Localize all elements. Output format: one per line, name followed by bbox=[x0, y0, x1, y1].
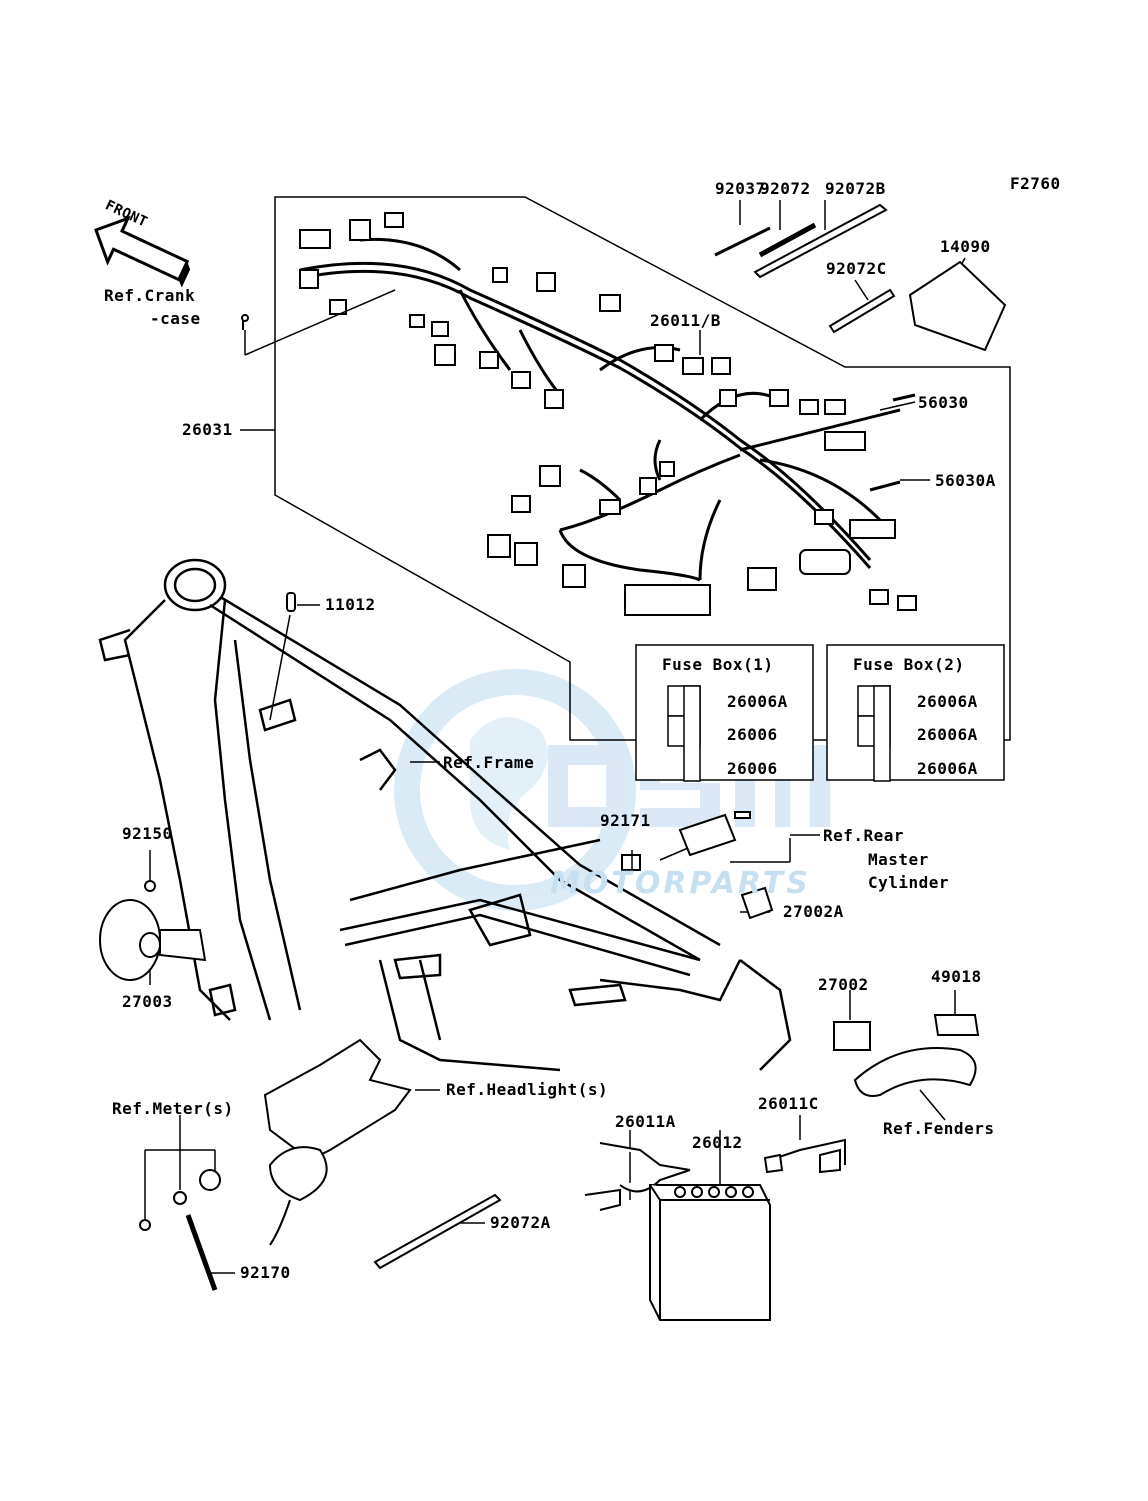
label-92171: 92171 bbox=[600, 811, 651, 830]
label-ref-headlight: Ref.Headlight(s) bbox=[446, 1080, 609, 1099]
tie-straps bbox=[714, 203, 1007, 492]
fuse-box-1-part-3: 26006 bbox=[727, 759, 778, 778]
figure-code: F2760 bbox=[1010, 174, 1061, 193]
label-ref-frame: Ref.Frame bbox=[443, 753, 535, 772]
label-ref-fenders: Ref.Fenders bbox=[883, 1119, 995, 1138]
fuse-box-frames bbox=[635, 644, 1005, 782]
watermark-logo bbox=[394, 669, 830, 911]
label-92072a: 92072A bbox=[490, 1213, 551, 1232]
label-26011c: 26011C bbox=[758, 1094, 819, 1113]
fuse-box-1-part-1: 26006A bbox=[727, 692, 788, 711]
fuse-box-1-part-2: 26006 bbox=[727, 725, 778, 744]
label-ref-rear-1: Ref.Rear bbox=[823, 826, 905, 845]
label-56030a: 56030A bbox=[935, 471, 996, 490]
label-27002a: 27002A bbox=[783, 902, 844, 921]
label-ref-rear-2: Master bbox=[868, 850, 929, 869]
label-11012: 11012 bbox=[325, 595, 376, 614]
fuse-box-2-part-3: 26006A bbox=[917, 759, 978, 778]
label-49018: 49018 bbox=[931, 967, 982, 986]
fuse-box-2-part-1: 26006A bbox=[917, 692, 978, 711]
label-92072c: 92072C bbox=[826, 259, 887, 278]
label-92170: 92170 bbox=[240, 1263, 291, 1282]
label-26011-b: 26011/B bbox=[650, 311, 721, 330]
fuse-box-2-part-2: 26006A bbox=[917, 725, 978, 744]
label-92037: 92037 bbox=[715, 179, 766, 198]
label-ref-meter: Ref.Meter(s) bbox=[112, 1099, 234, 1118]
watermark-sub: MOTORPARTS bbox=[550, 866, 811, 901]
fuse-box-2-title: Fuse Box(2) bbox=[853, 655, 965, 674]
label-92072: 92072 bbox=[760, 179, 811, 198]
label-92072b: 92072B bbox=[825, 179, 886, 198]
label-26012: 26012 bbox=[692, 1133, 743, 1152]
label-26031: 26031 bbox=[182, 420, 233, 439]
label-ref-crankcase-1: Ref.Crank bbox=[104, 286, 196, 305]
motorcycle-frame bbox=[98, 558, 792, 1072]
harness-outline bbox=[274, 196, 1011, 741]
leader-lines bbox=[144, 200, 966, 1274]
fuse-box-1-title: Fuse Box(1) bbox=[662, 655, 774, 674]
label-14090: 14090 bbox=[940, 237, 991, 256]
label-ref-rear-3: Cylinder bbox=[868, 873, 950, 892]
label-92150: 92150 bbox=[122, 824, 173, 843]
misc-parts bbox=[99, 314, 980, 1321]
label-ref-crankcase-2: -case bbox=[150, 309, 201, 328]
label-26011a: 26011A bbox=[615, 1112, 676, 1131]
front-arrow-icon bbox=[94, 215, 191, 288]
label-56030: 56030 bbox=[918, 393, 969, 412]
label-27002: 27002 bbox=[818, 975, 869, 994]
harness-connectors bbox=[299, 212, 917, 616]
label-27003: 27003 bbox=[122, 992, 173, 1011]
